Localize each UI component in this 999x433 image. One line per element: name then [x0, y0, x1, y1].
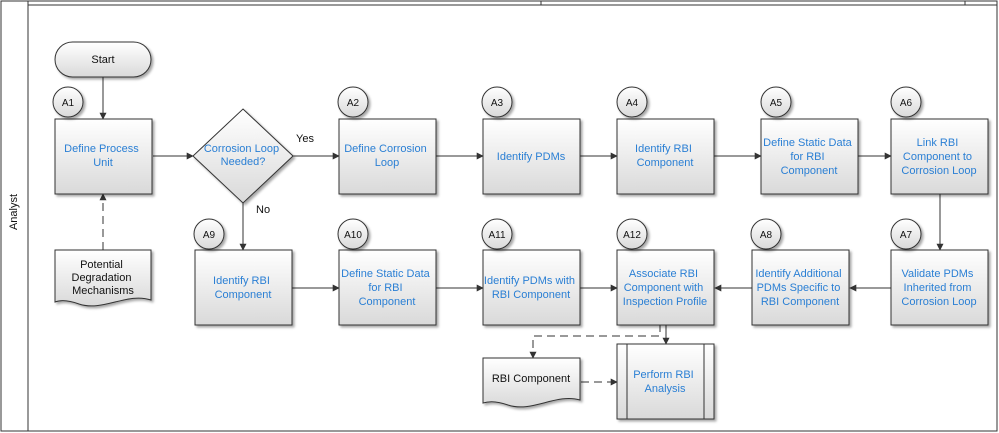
step-a9-label: Identify RBI Component [213, 275, 273, 301]
step-a2-label: Define Corrosion Loop [344, 143, 430, 169]
document-rbi-component: RBI Component [482, 357, 581, 408]
lane-label: Analyst [8, 194, 20, 230]
step-a5-label: Define Static Data for RBI Component [763, 137, 855, 177]
decision-no-label: No [256, 204, 270, 216]
step-a7-label: Validate PDMs Inherited from Corrosion L… [901, 268, 976, 308]
step-a1-label: Define Process Unit [64, 143, 142, 169]
step-a2-id: A2 [347, 98, 360, 109]
step-a6-id: A6 [900, 98, 913, 109]
step-a9: A9 Identify RBI Component [193, 218, 293, 326]
step-a5-id: A5 [770, 98, 783, 109]
step-a1: A1 Define Process Unit [52, 86, 153, 195]
step-a3: A3 Identify PDMs [481, 86, 581, 195]
step-a12: A12 Associate RBI Component with Inspect… [616, 218, 715, 326]
step-a7: A7 Validate PDMs Inherited from Corrosio… [890, 218, 989, 326]
decision-corrosion-loop: Corrosion Loop Needed? Yes No [192, 108, 314, 216]
step-a11-label: Identify PDMs with RBI Component [484, 275, 578, 301]
step-a12-id: A12 [623, 230, 641, 241]
decision-yes-label: Yes [296, 133, 314, 145]
connector-a12-rbi-doc [529, 324, 661, 359]
step-a1-id: A1 [62, 98, 75, 109]
step-a11-id: A11 [488, 230, 505, 241]
document-rbi-label: RBI Component [492, 373, 570, 385]
step-a4-label: Identify RBI Component [635, 143, 695, 169]
step-a9-id: A9 [203, 230, 216, 241]
step-a10: A10 Define Static Data for RBI Component [337, 218, 437, 326]
step-a2: A2 Define Corrosion Loop [337, 86, 437, 195]
step-a6: A6 Link RBI Component to Corrosion Loop [890, 86, 989, 195]
start-terminator: Start [54, 41, 152, 78]
step-a12-label: Associate RBI Component with Inspection … [623, 268, 707, 308]
start-label: Start [91, 54, 114, 66]
subprocess-label: Perform RBI Analysis [633, 369, 697, 395]
step-a8-label: Identify Additional PDMs Specific to RBI… [755, 268, 844, 308]
step-a8: A8 Identify Additional PDMs Specific to … [750, 218, 850, 326]
step-a8-id: A8 [760, 230, 773, 241]
step-a10-id: A10 [344, 230, 362, 241]
step-a11: A11 Identify PDMs with RBI Component [481, 218, 581, 326]
decision-label: Corrosion Loop Needed? [204, 143, 282, 168]
connectors [99, 77, 944, 386]
step-a4: A4 Identify RBI Component [616, 86, 715, 195]
step-a4-id: A4 [626, 98, 639, 109]
step-a5: A5 Define Static Data for RBI Component [760, 86, 859, 195]
step-a6-label: Link RBI Component to Corrosion Loop [901, 137, 976, 177]
subprocess-perform-rbi-analysis: Perform RBI Analysis [616, 343, 715, 420]
step-a3-id: A3 [491, 98, 504, 109]
step-a10-label: Define Static Data for RBI Component [341, 268, 433, 308]
step-a7-id: A7 [900, 230, 913, 241]
document-potential-degradation-mechanisms: Potential Degradation Mechanisms [54, 249, 152, 307]
step-a3-label: Identify PDMs [497, 151, 566, 163]
document-pdm-label: Potential Degradation Mechanisms [72, 259, 135, 297]
